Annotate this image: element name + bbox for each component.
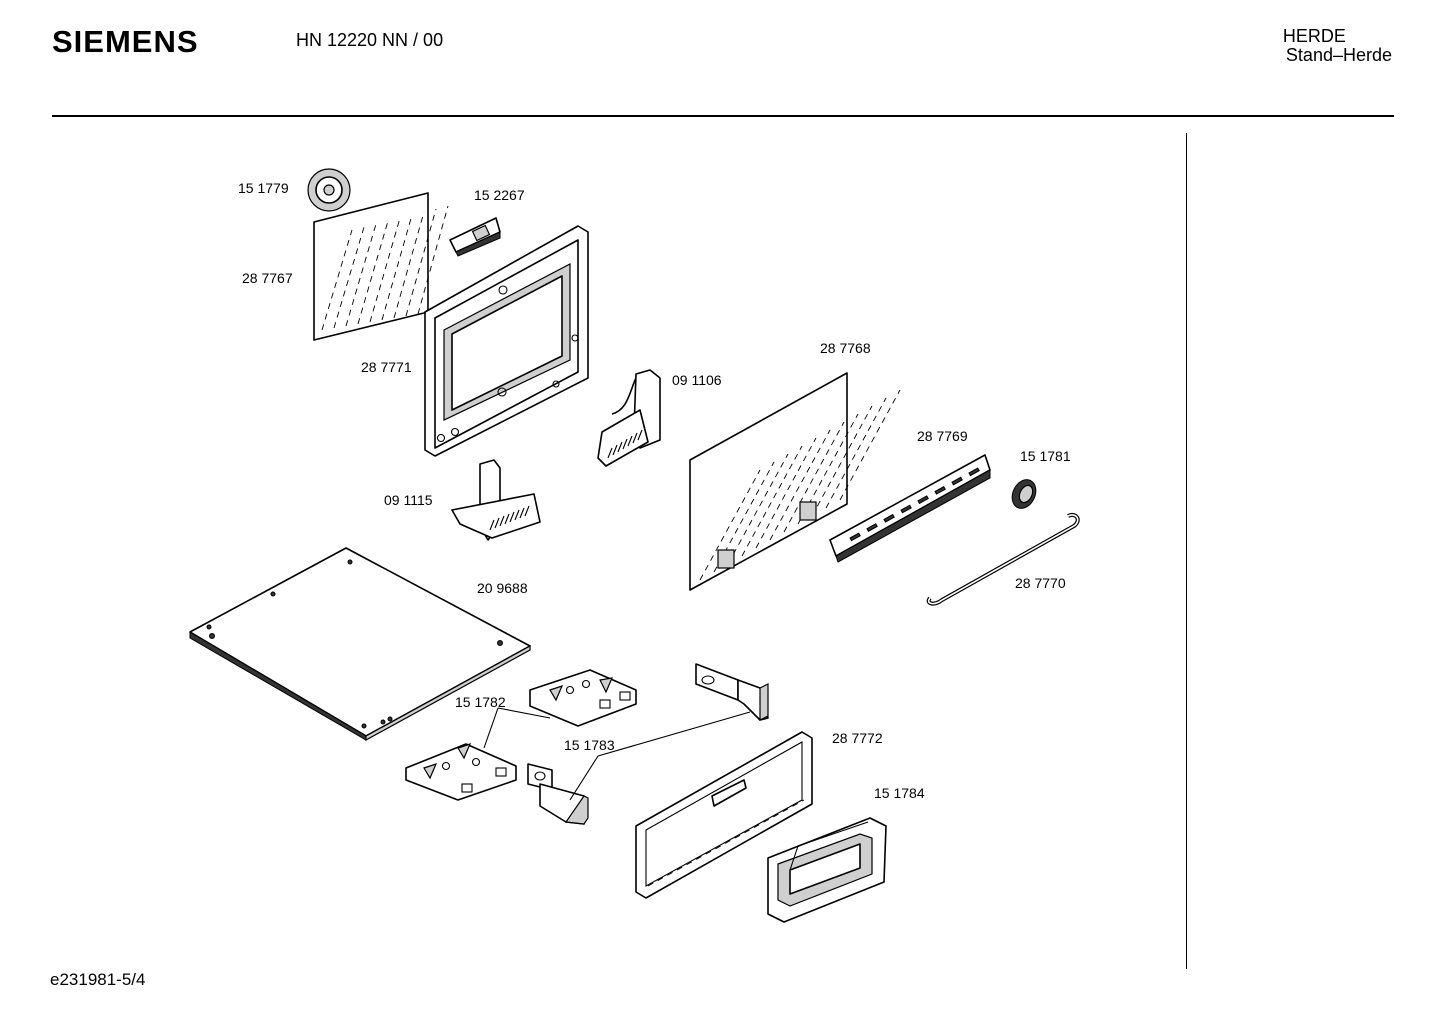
part-catch-152267[interactable] [449, 217, 501, 257]
hatch-stroke [509, 511, 515, 523]
hatch-stroke [405, 208, 437, 317]
label-151782: 15 1782 [455, 694, 506, 710]
hatch-stroke [811, 405, 873, 517]
vent-slot [917, 495, 929, 505]
label-287767: 28 7767 [242, 270, 293, 286]
part-hinge-091106[interactable] [597, 369, 661, 467]
label-287771: 28 7771 [361, 359, 412, 375]
hatch-stroke [504, 513, 510, 525]
label-152267: 15 2267 [474, 187, 525, 203]
hatch-stroke [514, 509, 520, 521]
label-151784: 15 1784 [874, 785, 925, 801]
leader-lines [483, 707, 751, 801]
part-door-frame-287771[interactable] [424, 225, 589, 457]
hatch-stroke [607, 447, 613, 459]
vent-slot [866, 523, 878, 533]
label-287770: 28 7770 [1015, 575, 1066, 591]
vent-slot [849, 532, 861, 542]
part-labels: 15 1779 15 2267 28 7767 28 7771 28 7768 … [238, 180, 1071, 801]
hatch-stroke [839, 389, 901, 501]
model-number: HN 12220 NN / 00 [296, 30, 444, 50]
label-287772: 28 7772 [832, 730, 883, 746]
vent-slot [968, 467, 980, 477]
part-glass-287768[interactable] [689, 372, 901, 591]
category-subtitle: Stand–Herde [1285, 45, 1392, 65]
hatch-stroke [783, 421, 845, 533]
part-handle-287770[interactable] [926, 513, 1080, 606]
drawing-code: e231981-5/4 [50, 970, 146, 989]
hatch-stroke [699, 469, 761, 581]
label-091106: 09 1106 [672, 372, 722, 388]
label-151781: 15 1781 [1020, 448, 1071, 464]
label-209688: 20 9688 [477, 580, 528, 596]
hatch-stroke [627, 435, 633, 447]
part-bracket-151783-lower[interactable] [527, 763, 589, 825]
label-151783: 15 1783 [564, 737, 615, 753]
vent-slot [883, 513, 895, 523]
part-drawer-panel-287772[interactable] [635, 731, 813, 899]
part-bracket-151783-upper[interactable] [695, 663, 769, 721]
vent-slot [900, 504, 912, 514]
side-divider [1186, 133, 1187, 969]
category-title: HERDE [1282, 26, 1346, 46]
hatch-stroke [637, 429, 643, 441]
part-drawer-handle-151784[interactable] [767, 817, 887, 923]
hatch-stroke [797, 413, 859, 525]
hatch-stroke [769, 429, 831, 541]
part-base-plate-209688[interactable] [189, 547, 531, 742]
hatch-stroke [369, 217, 401, 323]
hatch-stroke [381, 214, 413, 321]
label-287768: 28 7768 [820, 340, 871, 356]
hatch-stroke [741, 445, 803, 557]
hatch-stroke [499, 515, 505, 527]
label-091115: 09 1115 [384, 492, 433, 508]
part-vent-strip-287769[interactable] [829, 454, 991, 563]
hatch-stroke [345, 223, 377, 327]
hatch-stroke [612, 444, 618, 456]
header-divider [52, 115, 1394, 117]
hatch-stroke [519, 507, 525, 519]
part-hinge-091115[interactable] [451, 459, 541, 541]
hatch-stroke [825, 397, 887, 509]
hatch-stroke [524, 505, 530, 517]
label-151779: 15 1779 [238, 180, 289, 196]
hatch-stroke [357, 220, 389, 325]
category-block: HERDE Stand–Herde [1283, 27, 1392, 65]
brand-logo: SIEMENS [52, 24, 199, 59]
part-hinge-plate-151782-lower[interactable] [405, 743, 517, 801]
hatch-stroke [727, 453, 789, 565]
vent-slot [934, 485, 946, 495]
part-grommet-151781[interactable] [1008, 476, 1041, 512]
vent-slot [951, 476, 963, 486]
hatch-stroke [393, 211, 425, 319]
part-knob-151779[interactable] [307, 168, 351, 212]
hatch-stroke [489, 519, 495, 531]
hatch-stroke [632, 432, 638, 444]
part-hinge-plate-151782-upper[interactable] [529, 669, 637, 727]
hatch-stroke [417, 205, 449, 315]
label-287769: 28 7769 [917, 428, 968, 444]
hatch-stroke [755, 437, 817, 549]
hatch-stroke [494, 517, 500, 529]
hatch-stroke [713, 461, 775, 573]
hatch-stroke [617, 441, 623, 453]
hatch-stroke [622, 438, 628, 450]
